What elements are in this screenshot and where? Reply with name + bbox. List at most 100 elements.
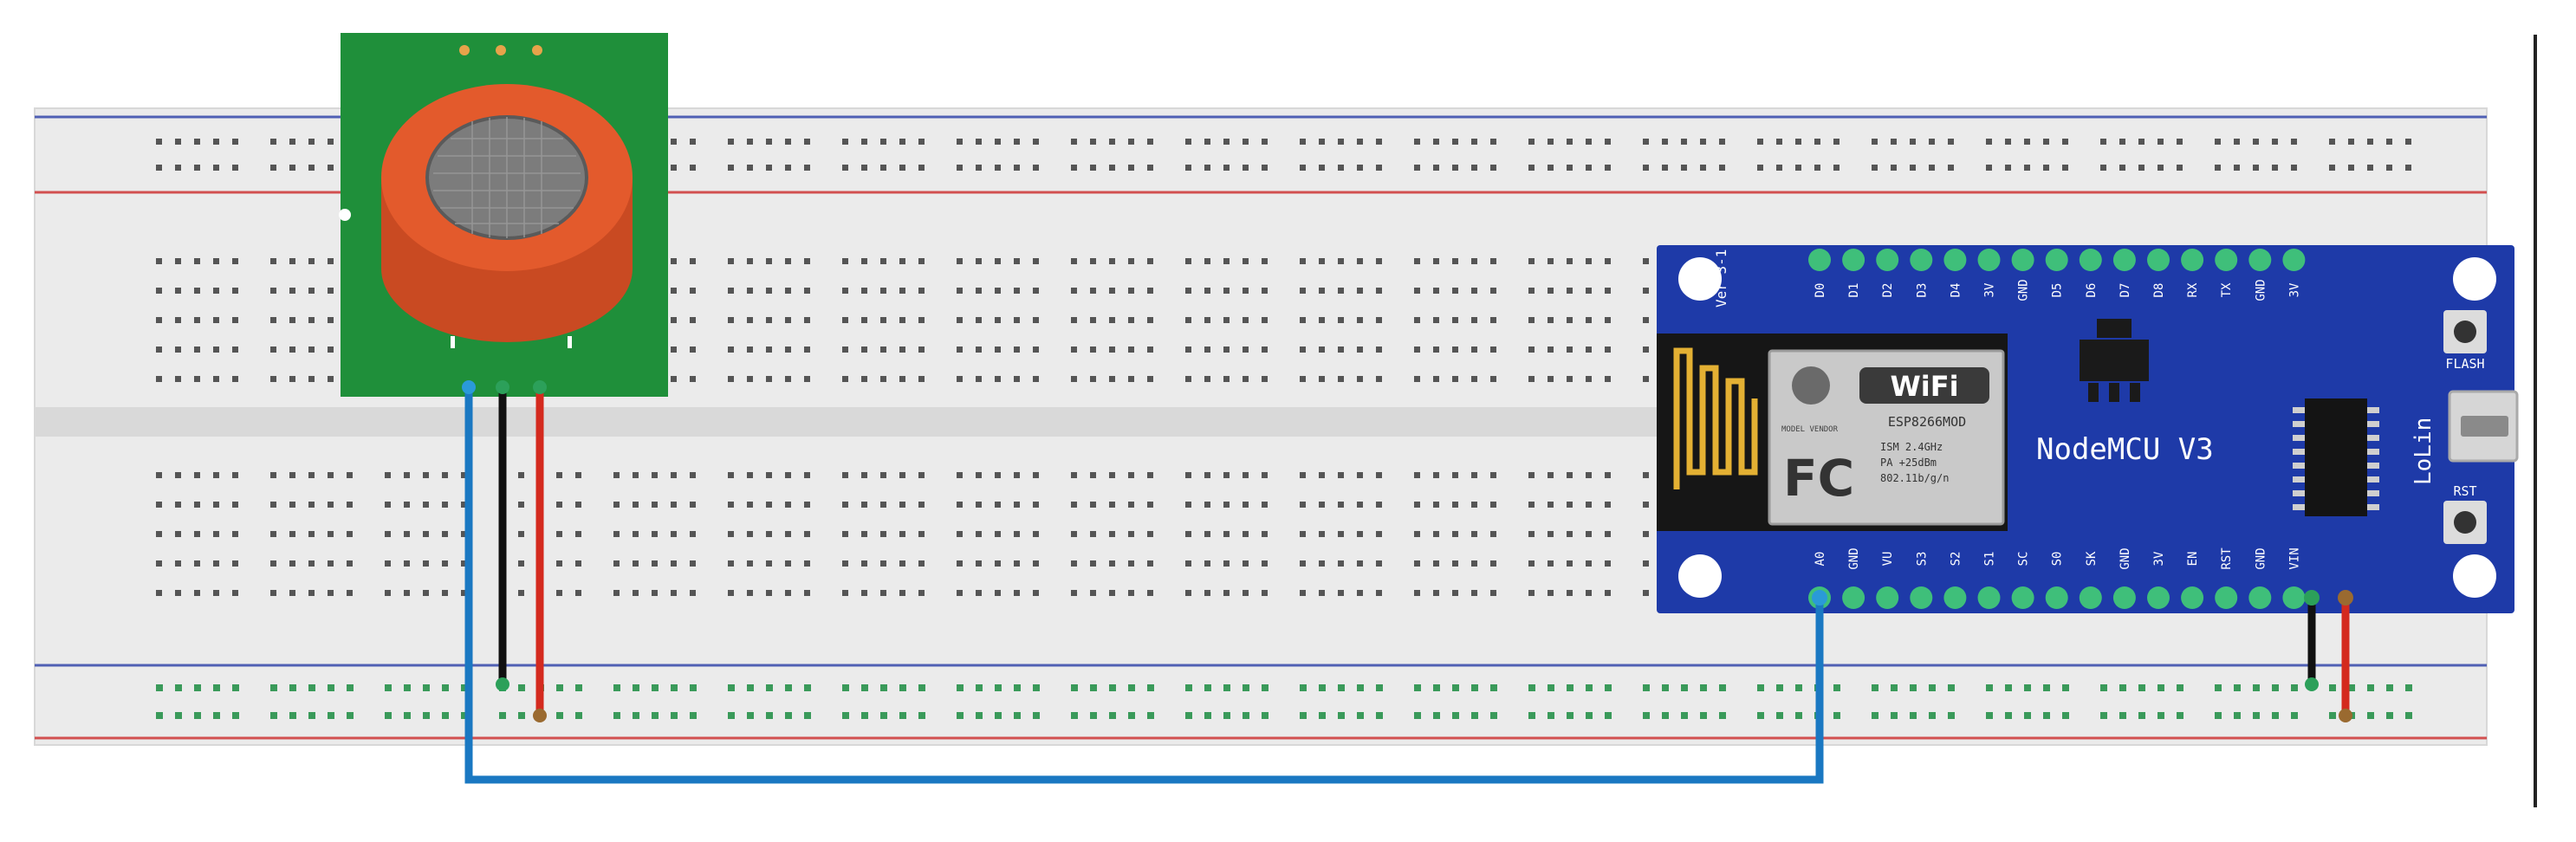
breadboard-hole <box>1643 347 1649 353</box>
breadboard-hole <box>1128 472 1134 478</box>
breadboard-hole <box>2177 139 2183 145</box>
breadboard-hole <box>2157 712 2164 719</box>
breadboard-hole <box>423 560 429 567</box>
top-pin[interactable] <box>2011 249 2034 271</box>
breadboard-hole <box>328 712 334 719</box>
breadboard-hole <box>1147 531 1153 537</box>
breadboard-hole <box>1528 560 1535 567</box>
top-pin[interactable] <box>1808 249 1831 271</box>
top-pin[interactable] <box>2079 249 2102 271</box>
breadboard-hole <box>613 502 620 508</box>
breadboard-hole <box>1109 502 1115 508</box>
top-pin[interactable] <box>2181 249 2204 271</box>
breadboard-hole <box>1147 590 1153 596</box>
breadboard-hole <box>1643 139 1649 145</box>
bottom-pin[interactable] <box>2181 586 2204 609</box>
breadboard-hole <box>671 258 677 264</box>
chip-leg <box>2293 449 2305 455</box>
breadboard-hole <box>785 712 792 719</box>
bottom-pin[interactable] <box>2079 586 2102 609</box>
chip-leg <box>2293 504 2305 510</box>
bottom-pin[interactable] <box>2147 586 2170 609</box>
breadboard-hole <box>1185 684 1192 691</box>
bottom-pin[interactable] <box>1977 586 2001 609</box>
breadboard-hole <box>289 317 295 323</box>
breadboard-hole <box>1262 531 1268 537</box>
breadboard-hole <box>2100 712 2107 719</box>
rst-button-cap <box>2454 511 2476 534</box>
breadboard-hole <box>804 258 810 264</box>
breadboard-hole <box>976 347 982 353</box>
bottom-pin[interactable] <box>2282 586 2306 609</box>
breadboard-hole <box>1528 139 1535 145</box>
breadboard-hole <box>1376 531 1382 537</box>
top-pin[interactable] <box>2045 249 2068 271</box>
breadboard-hole <box>194 376 200 382</box>
breadboard-hole <box>1204 376 1210 382</box>
bottom-pin[interactable] <box>2112 586 2136 609</box>
bottom-pin[interactable] <box>2045 586 2068 609</box>
top-pin[interactable] <box>1910 249 1933 271</box>
top-pin[interactable] <box>2282 249 2306 271</box>
breadboard-hole <box>1433 560 1439 567</box>
breadboard-hole <box>1071 531 1077 537</box>
breadboard-hole <box>213 139 219 145</box>
breadboard-hole <box>899 472 905 478</box>
breadboard-hole <box>1528 472 1535 478</box>
breadboard-hole <box>1452 139 1458 145</box>
breadboard-hole <box>308 472 315 478</box>
breadboard-hole <box>1376 376 1382 382</box>
bottom-pin[interactable] <box>1943 586 1967 609</box>
top-pin[interactable] <box>2147 249 2170 271</box>
bottom-pin[interactable] <box>1876 586 1899 609</box>
breadboard-hole <box>861 684 868 691</box>
bottom-pin[interactable] <box>1842 586 1865 609</box>
breadboard-hole <box>2405 139 2411 145</box>
bottom-pin[interactable] <box>1910 586 1933 609</box>
breadboard-hole <box>1757 165 1763 171</box>
breadboard-hole <box>785 531 791 537</box>
bottom-pin[interactable] <box>2011 586 2034 609</box>
breadboard-hole <box>1376 502 1382 508</box>
breadboard-hole <box>1128 288 1134 294</box>
breadboard-hole <box>2272 139 2278 145</box>
chip-leg <box>2293 476 2305 483</box>
breadboard-hole <box>328 288 334 294</box>
breadboard-hole <box>1872 165 1878 171</box>
breadboard-hole <box>575 684 582 691</box>
breadboard-hole <box>861 376 867 382</box>
breadboard-hole <box>1528 376 1535 382</box>
breadboard-hole <box>1872 712 1878 719</box>
breadboard-hole <box>308 347 315 353</box>
breadboard-hole <box>2215 712 2222 719</box>
breadboard-hole <box>270 347 276 353</box>
bottom-pin[interactable] <box>2248 586 2272 609</box>
breadboard-hole <box>213 590 219 596</box>
breadboard-hole <box>1071 288 1077 294</box>
breadboard-hole <box>842 165 848 171</box>
bottom-pin[interactable] <box>2215 586 2238 609</box>
top-pin-label: D7 <box>2119 283 2132 298</box>
breadboard-hole <box>880 472 886 478</box>
top-pin[interactable] <box>2215 249 2238 271</box>
breadboard-hole <box>1490 258 1496 264</box>
top-pin[interactable] <box>1842 249 1865 271</box>
top-pin[interactable] <box>1943 249 1967 271</box>
breadboard-hole <box>766 376 772 382</box>
top-pin[interactable] <box>2248 249 2272 271</box>
breadboard-hole <box>1471 139 1477 145</box>
breadboard-hole <box>1338 712 1345 719</box>
breadboard-hole <box>690 684 697 691</box>
breadboard-hole <box>1185 288 1191 294</box>
breadboard-hole <box>232 684 239 691</box>
top-pin[interactable] <box>1876 249 1899 271</box>
breadboard-hole <box>1586 560 1592 567</box>
top-pin[interactable] <box>1977 249 2001 271</box>
breadboard-hole <box>575 560 581 567</box>
breadboard-hole <box>690 165 696 171</box>
top-pin[interactable] <box>2112 249 2136 271</box>
breadboard-hole <box>1376 712 1383 719</box>
breadboard-hole <box>652 684 659 691</box>
breadboard-hole <box>1700 139 1706 145</box>
breadboard-hole <box>1490 684 1497 691</box>
